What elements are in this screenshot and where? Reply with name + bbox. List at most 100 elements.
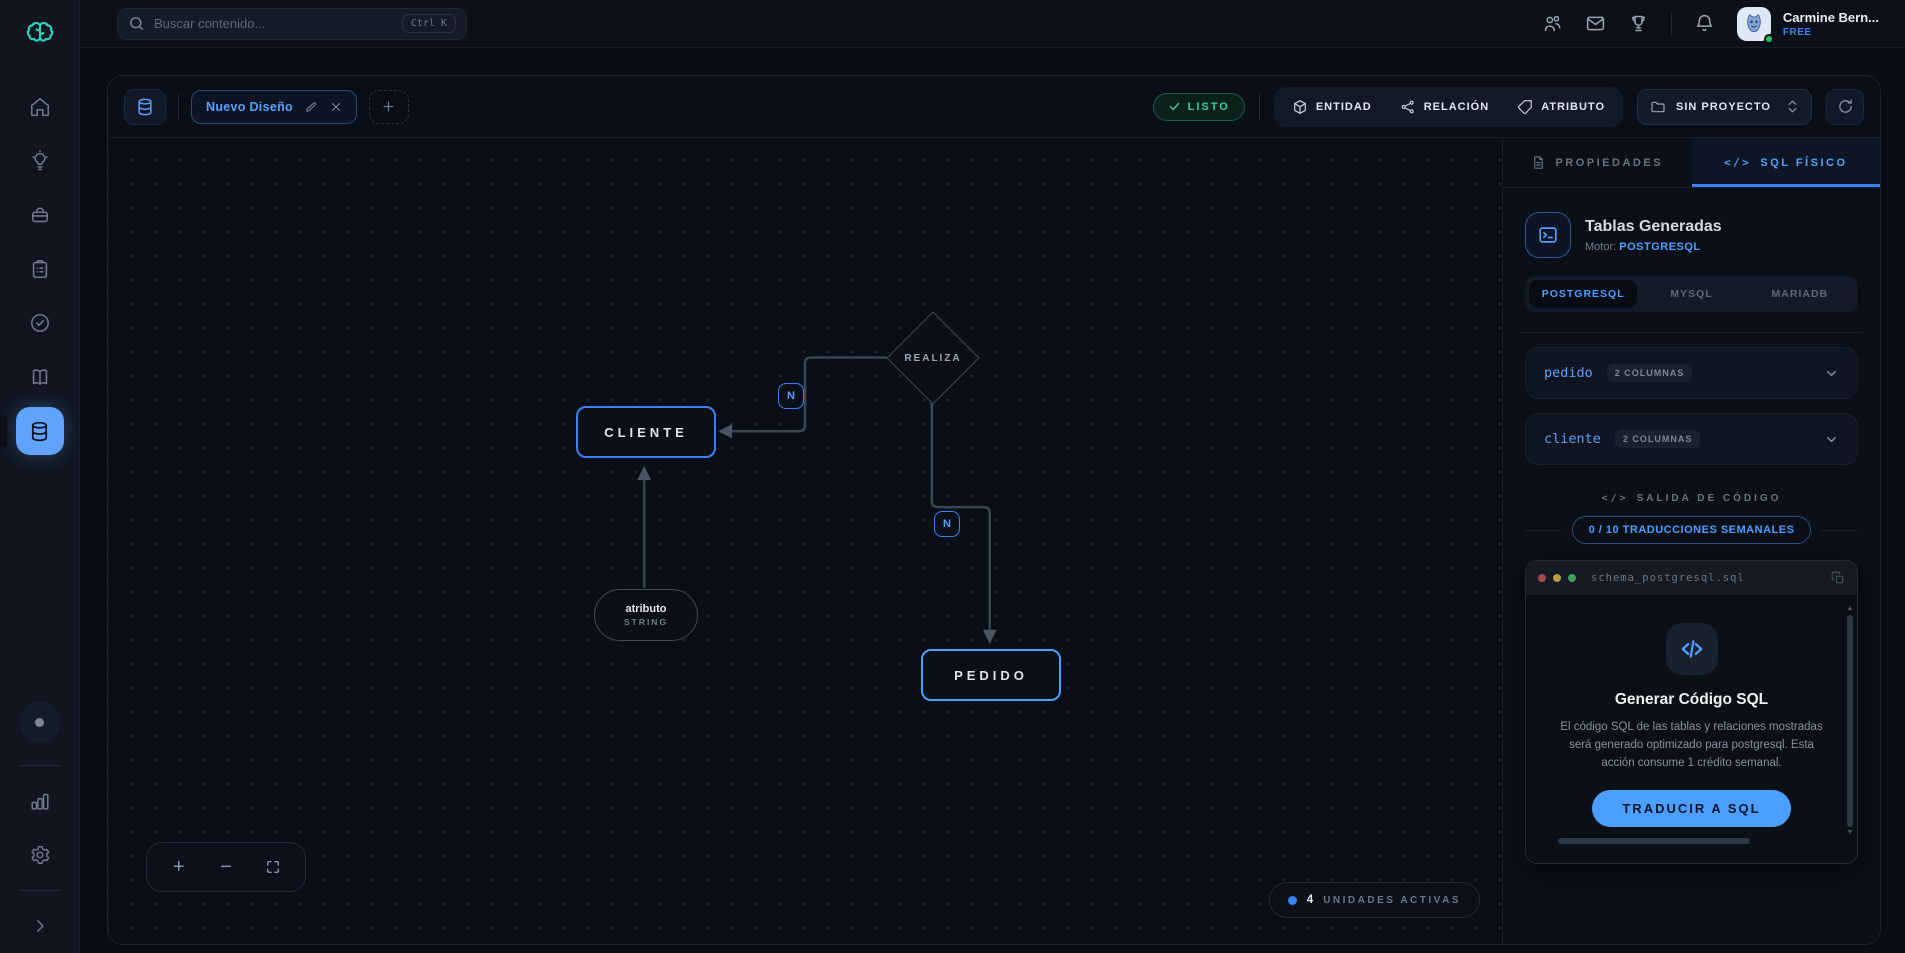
sidebar-item-tasks[interactable] bbox=[16, 245, 64, 293]
motor-line: Motor: POSTGRESQL bbox=[1585, 241, 1722, 253]
community-button[interactable] bbox=[1542, 13, 1563, 34]
pencil-icon bbox=[306, 102, 316, 112]
add-attribute-button[interactable]: ATRIBUTO bbox=[1505, 92, 1617, 122]
active-units-count: 4 bbox=[1306, 894, 1314, 906]
chevron-down-icon[interactable] bbox=[1824, 432, 1839, 447]
trophy-icon bbox=[1631, 15, 1645, 32]
user-plan-badge: FREE bbox=[1782, 26, 1812, 38]
table-row-pedido[interactable]: pedido 2 COLUMNAS bbox=[1525, 347, 1858, 399]
sidebar-item-checks[interactable] bbox=[16, 299, 64, 347]
sidebar-status-indicator[interactable] bbox=[18, 701, 61, 743]
sidebar-item-home[interactable] bbox=[16, 83, 64, 131]
diagram-canvas[interactable]: REALIZA CLIENTE PEDIDO N N bbox=[108, 138, 1502, 944]
plus-icon bbox=[383, 101, 394, 112]
zoom-out-button[interactable]: − bbox=[220, 855, 232, 878]
engine-segmented-control: POSTGRESQL MYSQL MARIADB bbox=[1525, 276, 1858, 312]
messages-button[interactable] bbox=[1585, 13, 1606, 34]
database-icon bbox=[31, 421, 48, 441]
translate-to-sql-button[interactable]: TRADUCIR A SQL bbox=[1592, 790, 1791, 828]
code-filename: schema_postgresql.sql bbox=[1591, 572, 1745, 584]
lightbulb-icon bbox=[31, 150, 48, 171]
relation-node-realiza[interactable]: REALIZA bbox=[885, 310, 981, 406]
engine-postgresql[interactable]: POSTGRESQL bbox=[1529, 280, 1638, 308]
table-name: cliente bbox=[1544, 431, 1601, 447]
divider bbox=[1821, 529, 1858, 531]
search-box[interactable]: Ctrl K bbox=[117, 7, 467, 40]
rename-design-button[interactable] bbox=[305, 100, 318, 113]
search-input[interactable] bbox=[154, 16, 393, 31]
clipboard-icon bbox=[32, 259, 47, 279]
status-badge: LISTO bbox=[1152, 92, 1245, 121]
tab-label: SQL FÍSICO bbox=[1760, 156, 1848, 169]
status-dot-icon bbox=[35, 717, 44, 727]
code-icon: </> bbox=[1601, 493, 1629, 504]
new-design-button[interactable] bbox=[368, 89, 409, 124]
editor-toolbar: Nuevo Diseño LISTO bbox=[108, 76, 1880, 138]
sidebar-expand-button[interactable] bbox=[16, 902, 64, 950]
panel-body: Tablas Generadas Motor: POSTGRESQL POSTG… bbox=[1503, 188, 1880, 944]
tab-sql-fisico[interactable]: </> SQL FÍSICO bbox=[1691, 138, 1880, 187]
terminal-icon bbox=[1525, 212, 1571, 258]
close-design-button[interactable] bbox=[330, 101, 342, 113]
notifications-button[interactable] bbox=[1694, 13, 1715, 34]
design-tab[interactable]: Nuevo Diseño bbox=[191, 89, 357, 124]
briefcase-icon bbox=[31, 207, 48, 223]
active-units-label: UNIDADES ACTIVAS bbox=[1323, 894, 1461, 906]
cardinality-badge[interactable]: N bbox=[778, 383, 804, 409]
add-entity-button[interactable]: ENTIDAD bbox=[1280, 92, 1384, 122]
add-relation-button[interactable]: RELACIÓN bbox=[1388, 92, 1501, 122]
motor-label: Motor: bbox=[1585, 240, 1617, 253]
table-row-cliente[interactable]: cliente 2 COLUMNAS bbox=[1525, 413, 1858, 465]
brand-logo-icon[interactable] bbox=[24, 20, 56, 50]
motor-value: POSTGRESQL bbox=[1619, 240, 1701, 253]
project-selector[interactable]: SIN PROYECTO bbox=[1637, 88, 1812, 125]
engine-mysql[interactable]: MYSQL bbox=[1670, 288, 1713, 300]
chevron-down-icon[interactable] bbox=[1824, 366, 1839, 381]
vertical-scrollbar[interactable]: ▲▼ bbox=[1846, 605, 1854, 837]
code-window-titlebar: schema_postgresql.sql bbox=[1526, 561, 1857, 595]
sidebar-item-settings[interactable] bbox=[16, 831, 64, 879]
sidebar-item-library[interactable] bbox=[16, 353, 64, 401]
generate-sql-description: El código SQL de las tablas y relaciones… bbox=[1560, 721, 1823, 769]
tool-label: ENTIDAD bbox=[1315, 100, 1372, 113]
sidebar-item-ideas[interactable] bbox=[16, 137, 64, 185]
active-units-pill: 4 UNIDADES ACTIVAS bbox=[1268, 882, 1480, 918]
share-nodes-icon bbox=[1401, 100, 1414, 113]
attribute-node-atributo[interactable]: atributo STRING bbox=[594, 589, 698, 641]
sidebar-item-analytics[interactable] bbox=[16, 777, 64, 825]
generated-tables-header: Tablas Generadas Motor: POSTGRESQL bbox=[1525, 212, 1858, 258]
tab-propiedades[interactable]: PROPIEDADES bbox=[1503, 138, 1692, 187]
diagram-type-button[interactable] bbox=[124, 88, 166, 125]
relation-label: REALIZA bbox=[904, 352, 962, 364]
column-count-badge: 2 COLUMNAS bbox=[1614, 430, 1701, 448]
cardinality-badge[interactable]: N bbox=[934, 511, 960, 537]
window-minimize-dot bbox=[1553, 574, 1561, 582]
entity-node-cliente[interactable]: CLIENTE bbox=[576, 406, 716, 458]
refresh-button[interactable] bbox=[1826, 88, 1864, 125]
sidebar-item-database-active[interactable] bbox=[0, 407, 64, 455]
copy-code-button[interactable] bbox=[1831, 571, 1845, 585]
sidebar-divider bbox=[19, 765, 60, 766]
engine-mariadb[interactable]: MARIADB bbox=[1771, 288, 1829, 300]
achievements-button[interactable] bbox=[1628, 13, 1649, 34]
design-tab-title: Nuevo Diseño bbox=[206, 99, 293, 114]
editor-container: Nuevo Diseño LISTO bbox=[107, 75, 1881, 945]
fit-view-button[interactable] bbox=[256, 850, 290, 884]
sidebar-item-projects[interactable] bbox=[16, 191, 64, 239]
code-window-body: Generar Código SQL El código SQL de las … bbox=[1526, 595, 1857, 863]
horizontal-scrollbar[interactable] bbox=[1558, 837, 1825, 845]
zoom-in-button[interactable]: + bbox=[172, 855, 185, 878]
cube-icon bbox=[1293, 99, 1306, 114]
user-menu[interactable]: Carmine Bern... FREE bbox=[1736, 6, 1879, 44]
diagram-edges bbox=[637, 356, 997, 644]
search-shortcut-badge: Ctrl K bbox=[401, 14, 456, 33]
active-indicator bbox=[0, 415, 7, 447]
users-icon bbox=[1544, 15, 1561, 32]
entity-node-pedido[interactable]: PEDIDO bbox=[921, 649, 1061, 701]
code-icon: </> bbox=[1723, 156, 1752, 169]
cardinality-label: N bbox=[943, 518, 951, 530]
project-selector-value: SIN PROYECTO bbox=[1676, 100, 1771, 113]
sql-preview-window: schema_postgresql.sql Generar bbox=[1525, 560, 1858, 865]
entity-label: PEDIDO bbox=[954, 667, 1028, 683]
